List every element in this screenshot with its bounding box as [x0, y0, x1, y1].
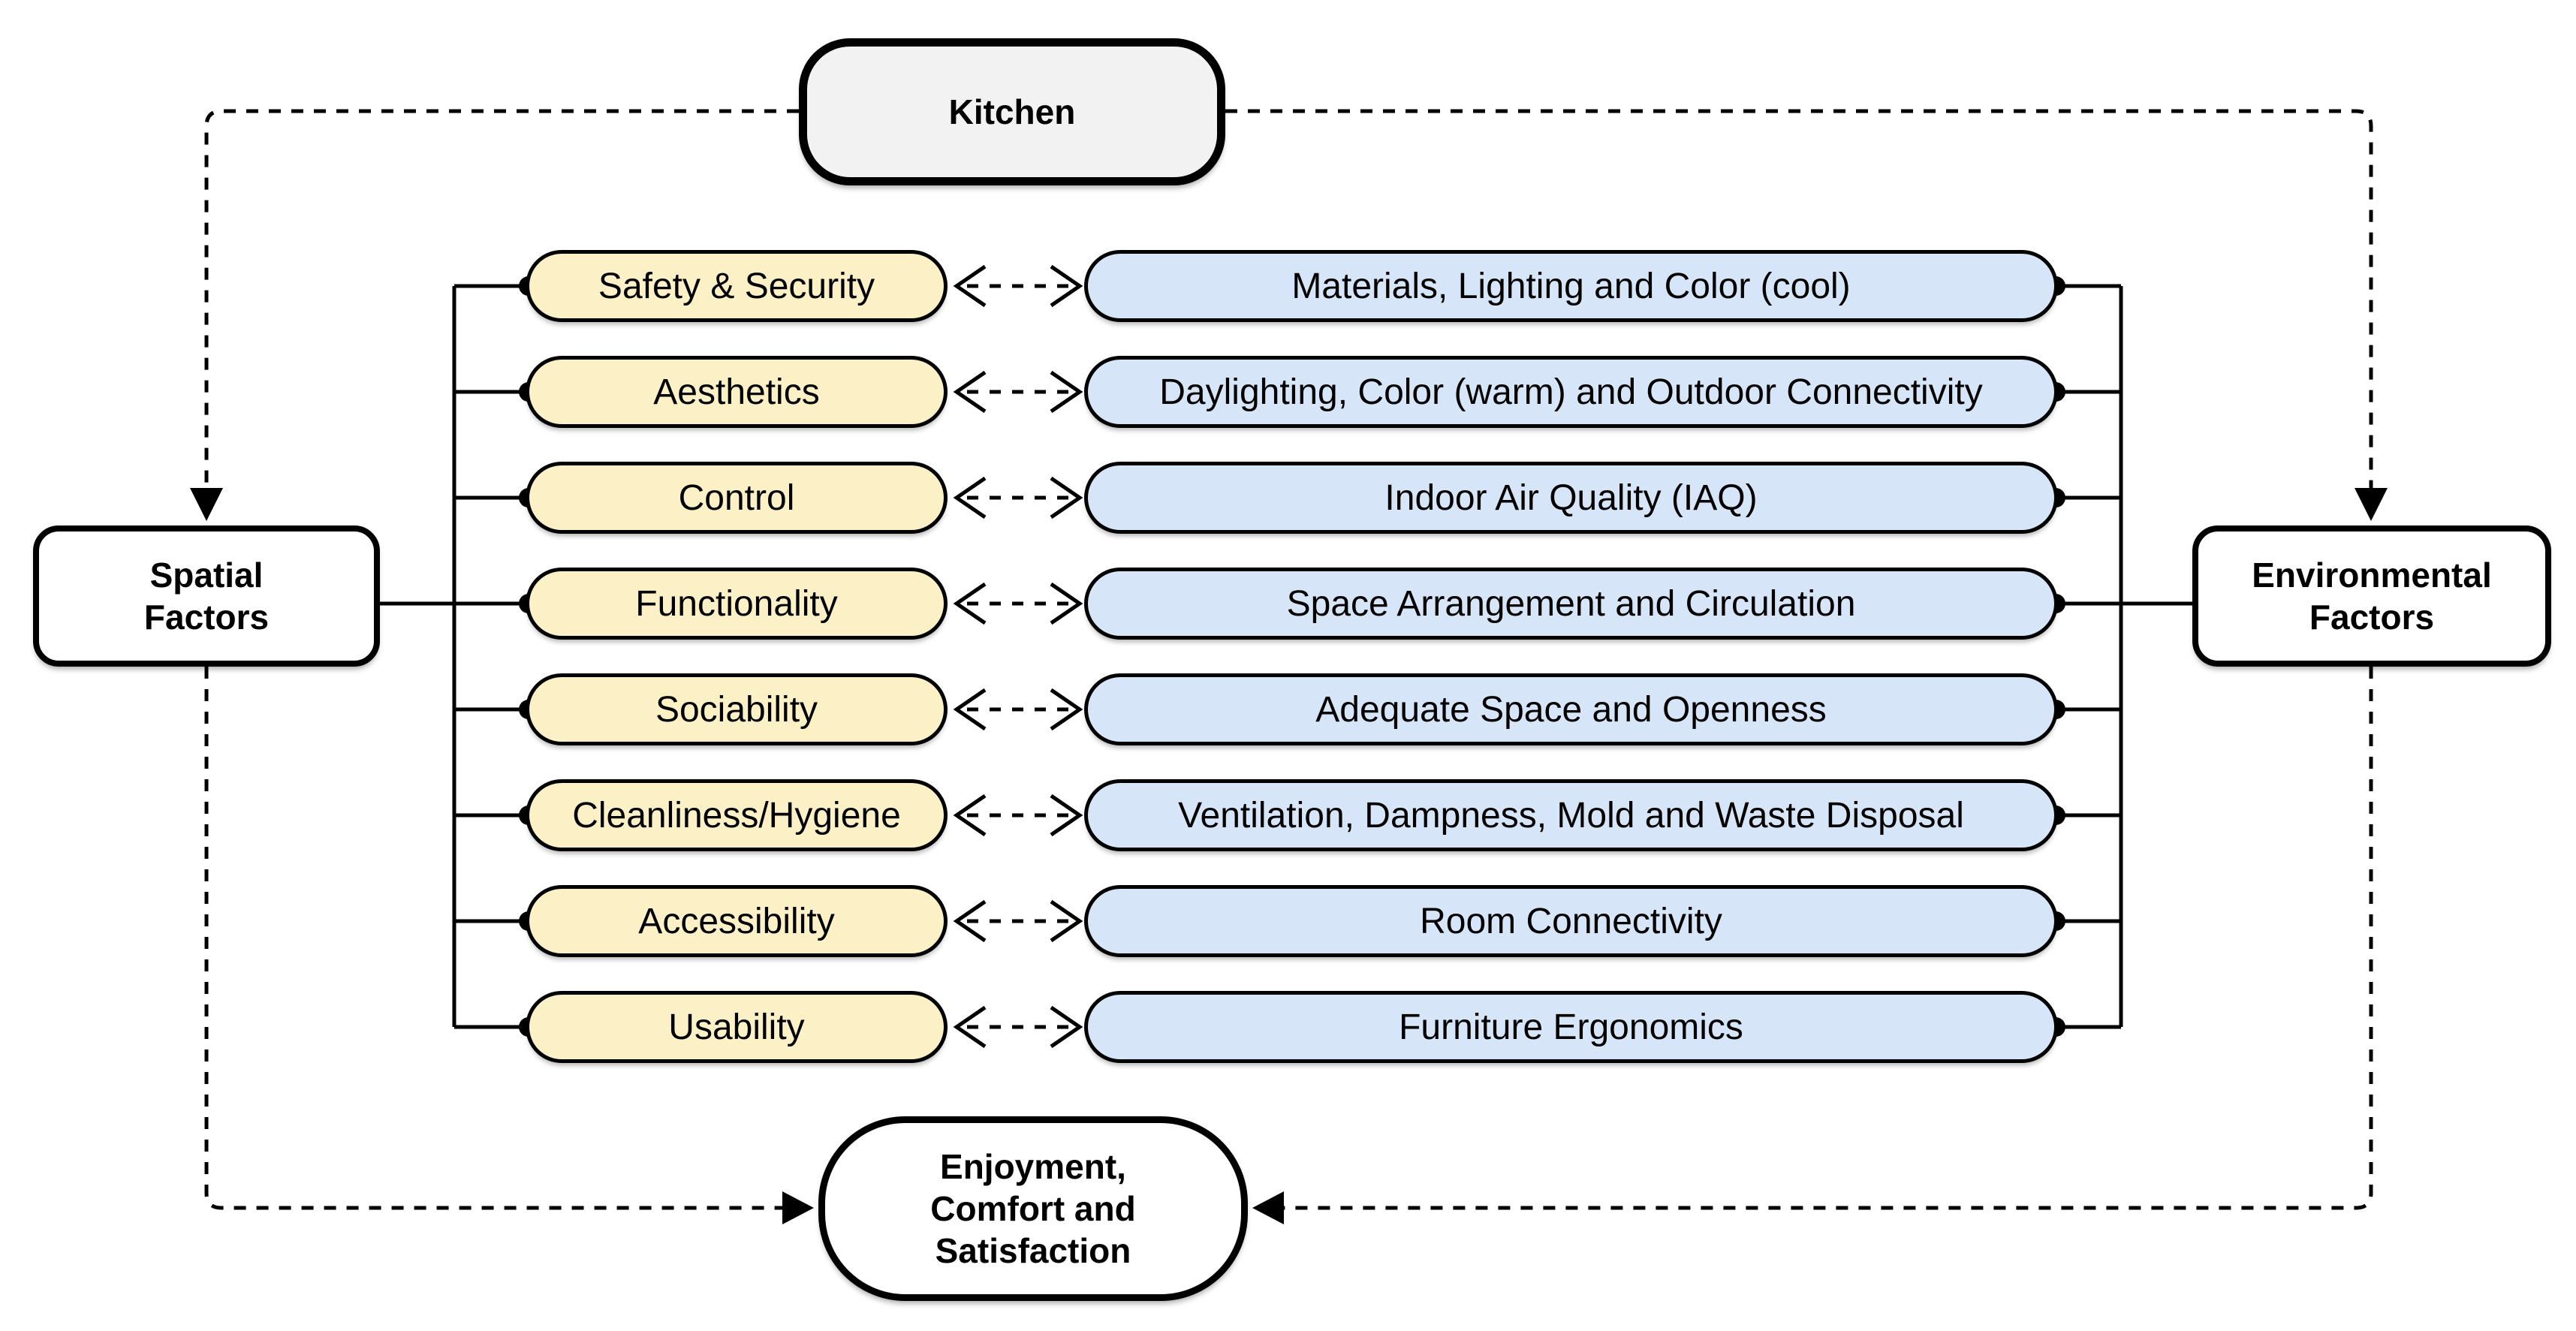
spatial-pill-safety-security: Safety & Security — [526, 250, 948, 322]
pill-label: Usability — [668, 1007, 805, 1047]
node-kitchen-label: Kitchen — [948, 92, 1076, 131]
spatial-pill-sociability: Sociability — [526, 673, 948, 745]
pill-label: Control — [678, 477, 795, 518]
spatial-pill-cleanliness: Cleanliness/Hygiene — [526, 779, 948, 851]
pill-label: Adequate Space and Openness — [1315, 689, 1827, 730]
spatial-to-outcome-arrow — [204, 667, 814, 1224]
environmental-pill-materials: Materials, Lighting and Color (cool) — [1084, 250, 2058, 322]
pill-label: Daylighting, Color (warm) and Outdoor Co… — [1159, 372, 1983, 412]
kitchen-to-environmental-arrow — [1225, 109, 2388, 521]
node-kitchen: Kitchen — [799, 38, 1225, 185]
pill-label: Furniture Ergonomics — [1399, 1007, 1743, 1047]
node-environmental-factors-label: Environmental Factors — [2252, 555, 2492, 637]
environmental-to-outcome-arrow — [1252, 667, 2373, 1224]
pill-label: Functionality — [635, 583, 838, 624]
environmental-pill-adequate-space: Adequate Space and Openness — [1084, 673, 2058, 745]
environmental-pill-room-connectivity: Room Connectivity — [1084, 885, 2058, 957]
pill-label: Accessibility — [638, 901, 835, 941]
pill-label: Safety & Security — [598, 266, 875, 306]
node-spatial-factors: Spatial Factors — [33, 525, 380, 667]
pill-label: Aesthetics — [653, 372, 820, 412]
environmental-pill-daylighting: Daylighting, Color (warm) and Outdoor Co… — [1084, 356, 2058, 428]
pill-label: Ventilation, Dampness, Mold and Waste Di… — [1178, 795, 1964, 836]
environmental-pill-ventilation: Ventilation, Dampness, Mold and Waste Di… — [1084, 779, 2058, 851]
spatial-pill-accessibility: Accessibility — [526, 885, 948, 957]
environmental-pill-furniture-ergonomics: Furniture Ergonomics — [1084, 991, 2058, 1063]
pill-label: Materials, Lighting and Color (cool) — [1291, 266, 1851, 306]
pill-label: Space Arrangement and Circulation — [1286, 583, 1856, 624]
pill-label: Cleanliness/Hygiene — [572, 795, 901, 836]
spatial-pill-control: Control — [526, 462, 948, 534]
spatial-pill-usability: Usability — [526, 991, 948, 1063]
kitchen-to-spatial-arrow — [190, 109, 799, 521]
spatial-pill-functionality: Functionality — [526, 568, 948, 640]
node-outcome-label: Enjoyment, Comfort and Satisfaction — [930, 1146, 1136, 1271]
node-spatial-factors-label: Spatial Factors — [143, 555, 270, 637]
node-outcome: Enjoyment, Comfort and Satisfaction — [818, 1116, 1248, 1301]
environmental-pill-space-arrangement: Space Arrangement and Circulation — [1084, 568, 2058, 640]
pill-label: Indoor Air Quality (IAQ) — [1384, 477, 1758, 518]
spatial-pill-aesthetics: Aesthetics — [526, 356, 948, 428]
pill-label: Sociability — [655, 689, 818, 730]
environmental-pill-iaq: Indoor Air Quality (IAQ) — [1084, 462, 2058, 534]
node-environmental-factors: Environmental Factors — [2192, 525, 2551, 667]
pill-label: Room Connectivity — [1420, 901, 1722, 941]
